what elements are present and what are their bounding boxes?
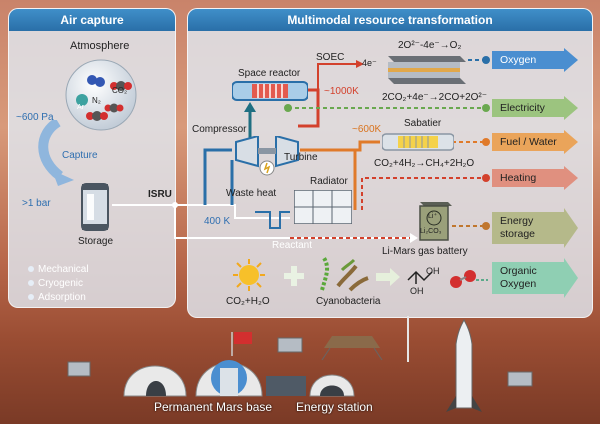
mars-base-label: Permanent Mars base [154,400,273,414]
output-energy-storage-arrow: Energy storage [492,208,578,248]
output-electricity-arrow: Electricity [492,96,578,120]
co2-label: CO₂ [112,86,128,95]
battery-li-ion: Li⁺ [428,213,438,220]
n2-label: N₂ [92,96,101,105]
plus-icon [284,266,304,286]
space-reactor-label: Space reactor [238,68,301,79]
air-capture-title: Air capture [9,9,175,31]
atmosphere-label: Atmosphere [70,40,130,52]
storage-tank [80,182,110,232]
output-oxygen-arrow: Oxygen [492,48,578,72]
sun-icon [232,258,266,292]
method-adsorption: Adsorption [28,292,86,303]
isru-label: ISRU [148,189,172,200]
output-heating-arrow: Heating [492,166,578,190]
ar-atom [76,94,88,106]
output-fuel-water-arrow: Fuel / Water [492,130,578,154]
compressor-label: Compressor [192,124,247,135]
temp-400k-label: 400 K [204,216,231,227]
resource-transformation-title: Multimodal resource transformation [188,9,592,31]
eq-electron: 4e⁻ [362,58,377,68]
mars-base-scene [67,316,533,412]
organic-molecule-icon [404,262,440,298]
radiator-panel [293,189,353,225]
soec-stack [382,52,466,86]
reactant-label: Reactant [272,240,313,251]
eq-soec: 2CO₂+4e⁻→2CO+2O²⁻ [382,92,488,103]
li-mars-battery [414,198,454,242]
atmosphere-globe [64,58,138,132]
capture-label: Capture [62,150,98,161]
temp-600k-label: ~600K [352,124,382,135]
oh-label-2: OH [410,286,424,296]
co2-molecule-2 [86,111,108,121]
cyanobacteria-icon [316,256,372,294]
method-mechanical: Mechanical [28,264,89,275]
organic-dash [476,279,488,281]
sabatier-reactor [381,132,455,152]
cyanobacteria-label: Cyanobacteria [316,296,381,307]
oh-label-1: OH [426,266,440,276]
battery-label: Li-Mars gas battery [382,246,468,257]
battery-li2co3: Li₂CO₃ [420,228,442,235]
radiator-label: Radiator [310,176,348,187]
bio-arrow-icon [376,268,400,286]
soec-label: SOEC [316,52,345,63]
pressure-low-label: ~600 Pa [16,112,54,123]
oxygen-molecule-icon [448,268,478,290]
sabatier-label: Sabatier [404,118,442,129]
output-organic-oxygen-arrow: Organic Oxygen [492,258,578,298]
capture-arrow [30,117,80,186]
storage-label: Storage [78,236,114,247]
co2-molecule-3 [104,103,124,113]
method-cryogenic: Cryogenic [28,278,83,289]
co2-molecule [110,81,132,91]
turbine-label: Turbine [284,152,318,163]
space-reactor [231,80,309,102]
n2-molecule [87,75,105,87]
pressure-high-label: >1 bar [22,198,51,209]
compressor-turbine [232,134,302,176]
eq-sabatier: CO₂+4H₂→CH₄+2H₂O [374,158,475,169]
bio-input-label: CO₂+H₂O [226,296,270,307]
air-capture-panel: Air capture [8,8,176,308]
eq-oxygen: 2O²⁻-4e⁻→O₂ [398,40,462,51]
waste-heat-label: Waste heat [226,188,277,199]
energy-station-label: Energy station [296,400,373,414]
ar-label: Ar [77,104,84,111]
temp-1000k-label: ~1000K [324,86,359,97]
